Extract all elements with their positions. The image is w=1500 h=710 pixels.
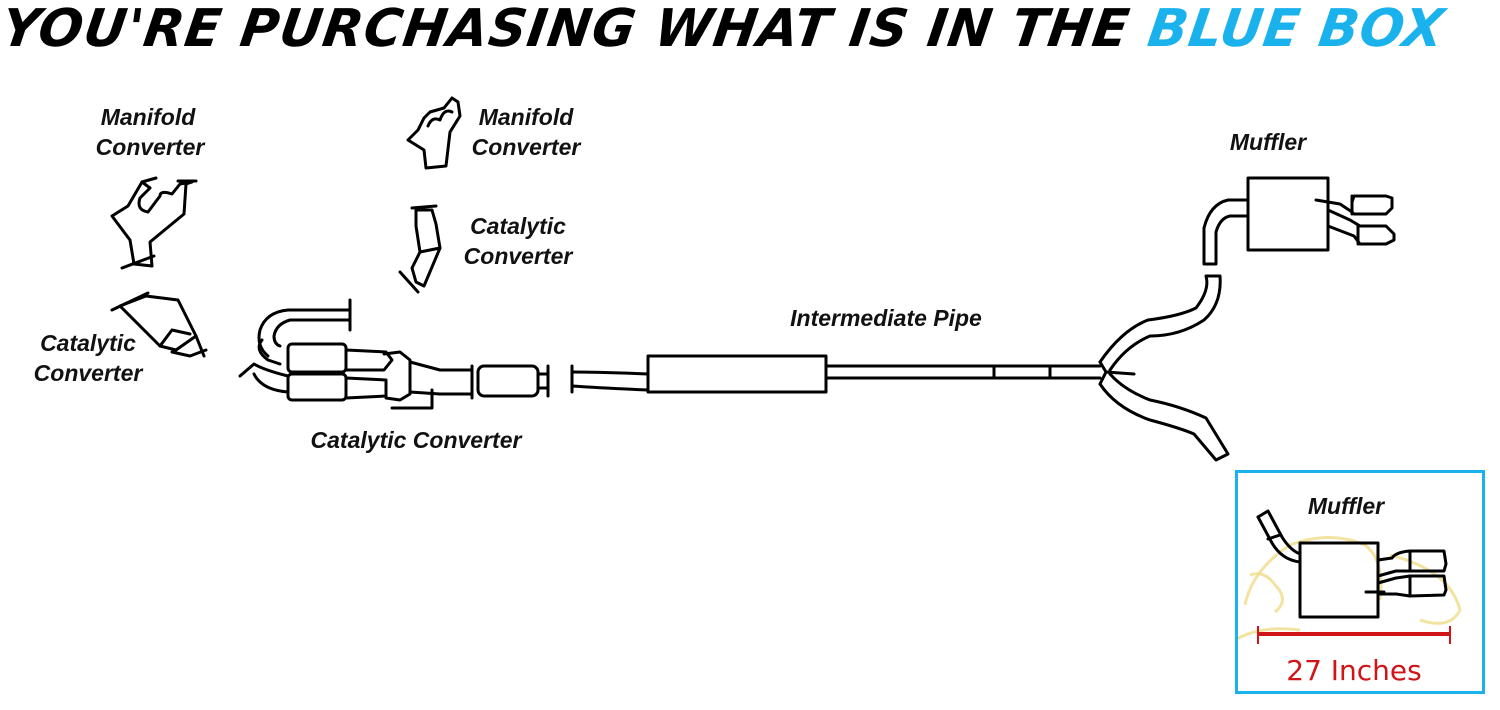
label-cat-right-line1: Catalytic [470, 213, 566, 239]
muffler-box-part [1256, 509, 1448, 619]
label-intermediate-pipe: Intermediate Pipe [790, 305, 982, 331]
intermediate-pipe-part [570, 274, 1230, 462]
catalytic-left-part [110, 291, 208, 358]
label-muffler-box: Muffler [1308, 493, 1385, 519]
label-manifold-right-line1: Manifold [479, 104, 574, 130]
label-manifold-left-line2: Converter [96, 134, 206, 160]
label-cat-left-line1: Catalytic [40, 330, 136, 356]
dimension-label: 27 Inches [1286, 654, 1422, 687]
label-manifold-right-line2: Converter [472, 134, 582, 160]
label-cat-main: Catalytic Converter [311, 427, 523, 453]
label-cat-left-line2: Converter [34, 360, 144, 386]
manifold-right-part [406, 96, 462, 170]
label-muffler-top: Muffler [1230, 129, 1307, 155]
label-cat-right-line2: Converter [464, 243, 574, 269]
purchase-highlight-box [1235, 470, 1485, 694]
catalytic-main-assembly [238, 298, 550, 410]
muffler-top-part [1202, 176, 1396, 266]
dimension-line [1257, 626, 1451, 644]
manifold-left-part [110, 176, 198, 270]
catalytic-right-part [398, 204, 442, 294]
label-manifold-left-line1: Manifold [101, 104, 196, 130]
